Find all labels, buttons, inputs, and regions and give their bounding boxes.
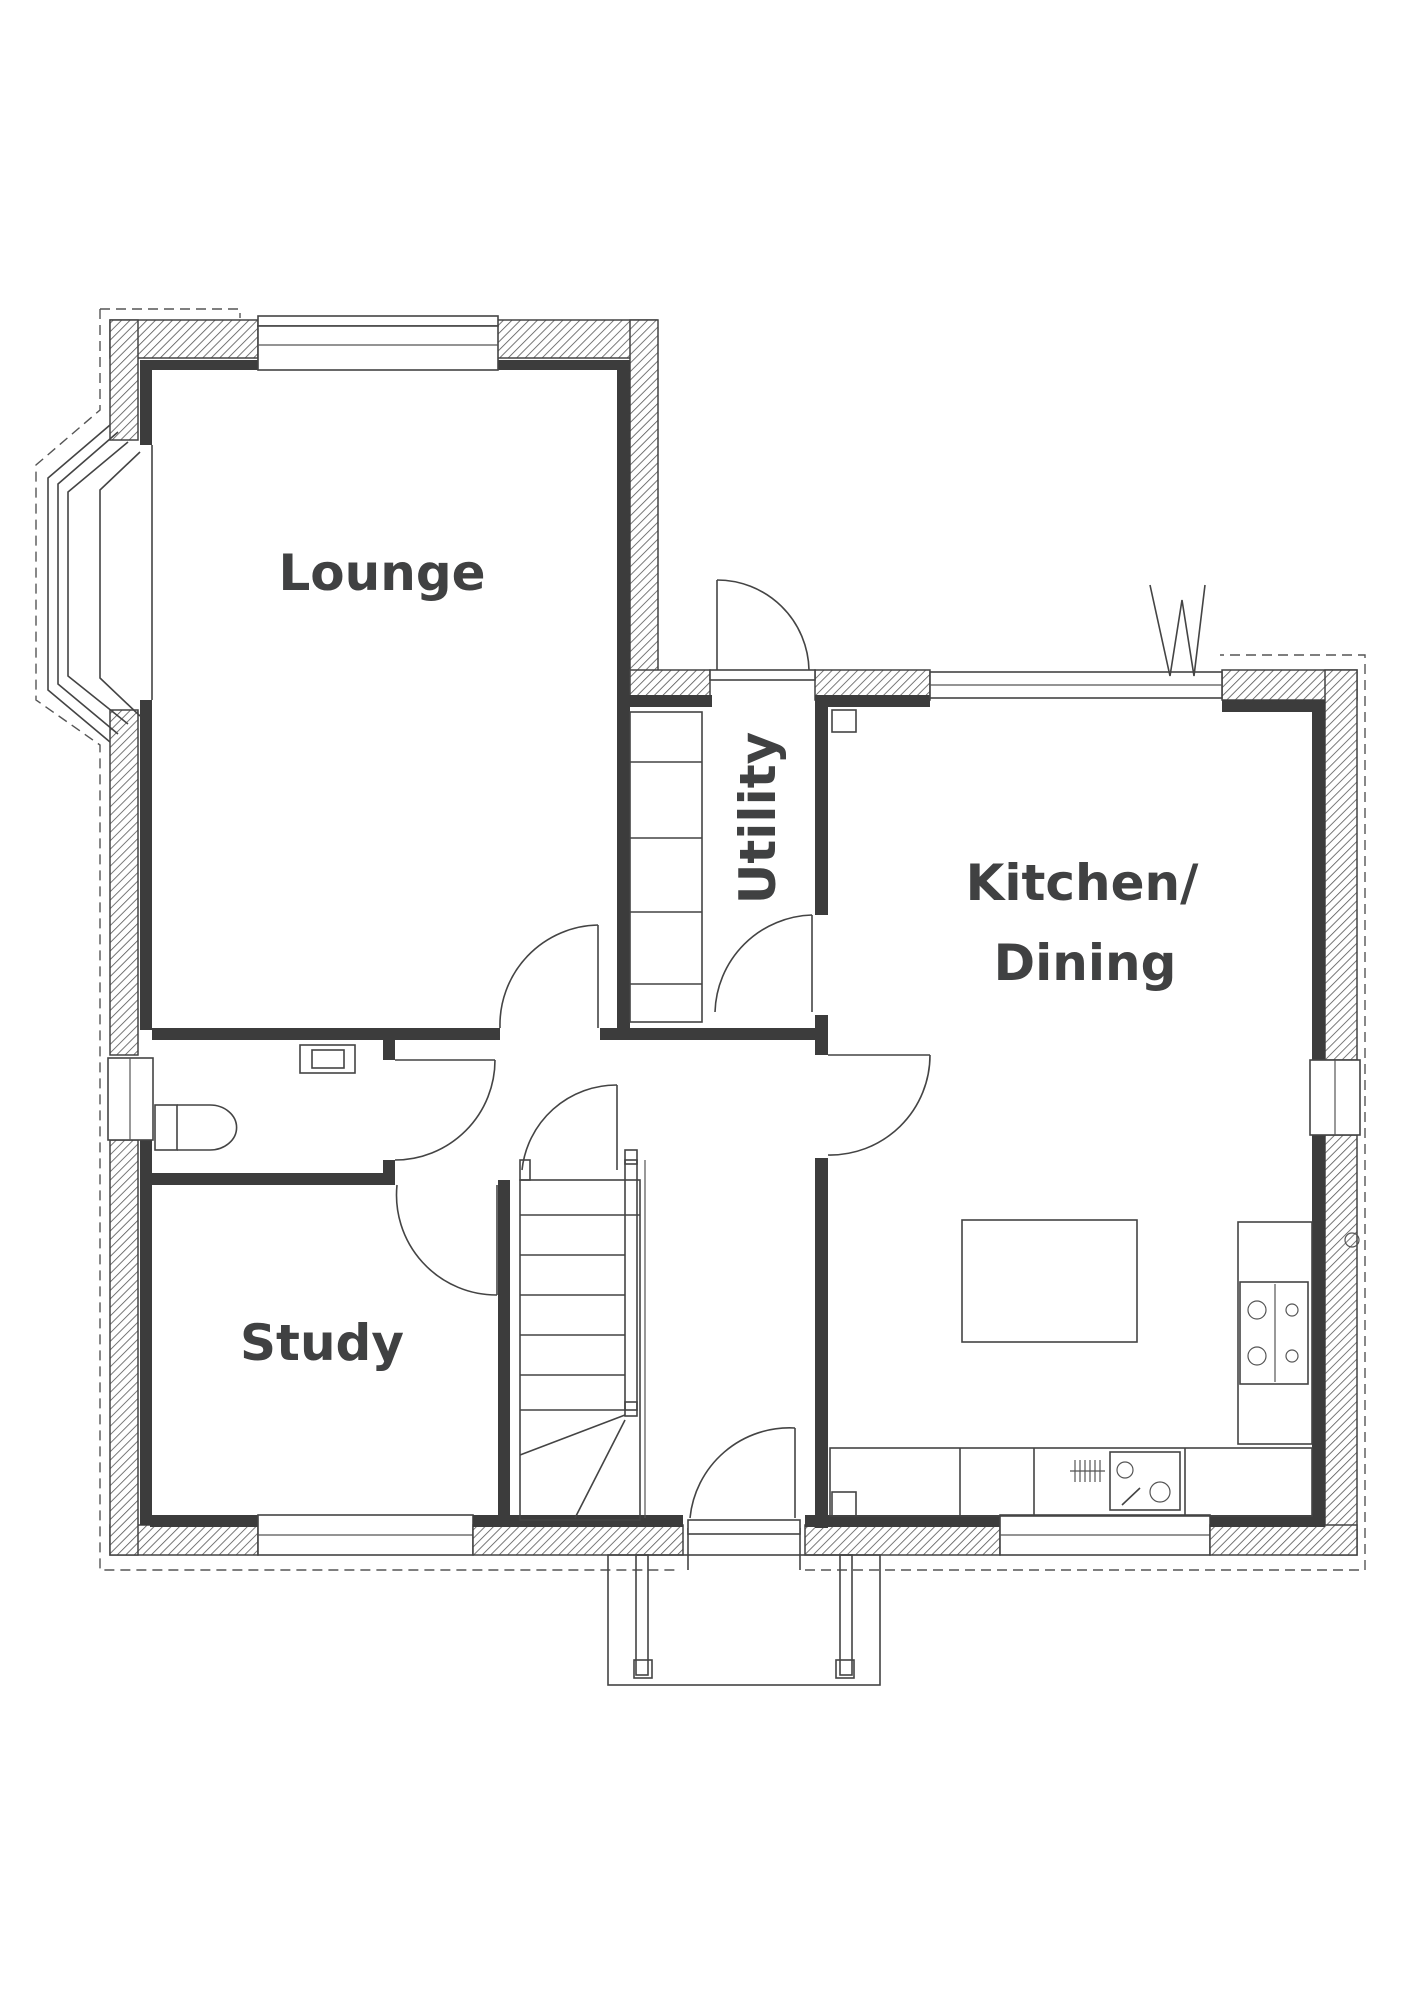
exterior-wall-kitchen	[929, 584, 1361, 1556]
staircase	[519, 1149, 646, 1521]
kitchen-fittings	[829, 709, 1360, 1517]
bay-window	[47, 424, 153, 743]
outline-dashed	[35, 308, 1366, 1571]
interior-walls	[152, 705, 828, 1528]
room-label-utility: Utility	[729, 732, 787, 904]
exterior-wall-utility-top	[617, 669, 931, 707]
room-label-kitchen-line1: Kitchen/	[966, 854, 1200, 912]
porch	[607, 1519, 881, 1686]
drainer	[1070, 1460, 1105, 1482]
wc-fixtures	[154, 1044, 356, 1151]
doors	[394, 579, 931, 1519]
exterior-wall-bottom	[107, 1057, 1358, 1556]
room-label-kitchen-line2: Dining	[994, 934, 1177, 992]
utility-units	[629, 711, 703, 1023]
room-label-lounge: Lounge	[278, 544, 485, 602]
exterior-wall-lounge	[109, 315, 659, 1056]
room-label-study: Study	[240, 1314, 404, 1372]
